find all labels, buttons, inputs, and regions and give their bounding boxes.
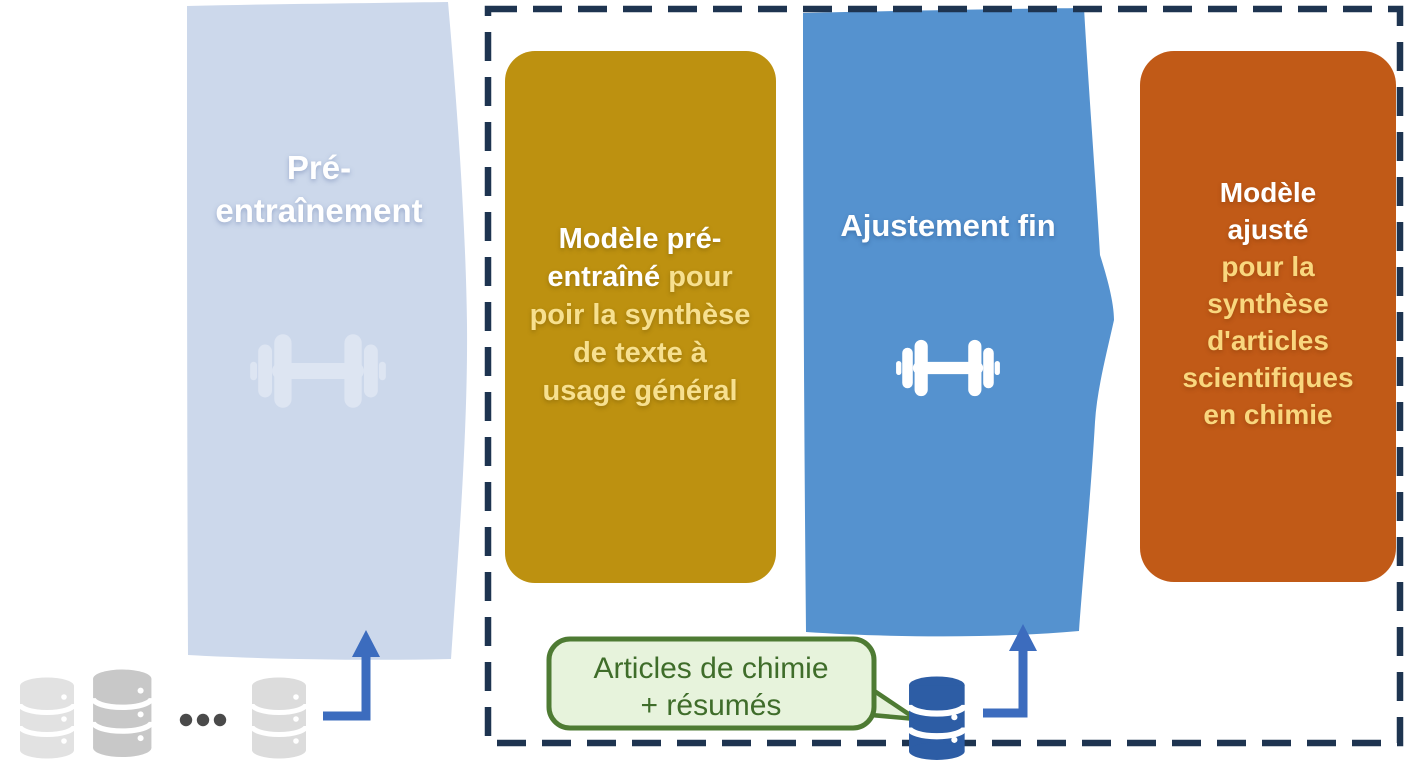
- pretraining-label: Pré- entraînement: [190, 146, 448, 232]
- pretraining-label-line1: Pré-: [286, 149, 352, 186]
- dumbbell-icon: [896, 339, 1000, 397]
- data-bubble-line2: + résumés: [640, 689, 782, 722]
- data-bubble-line1: Articles de chimie: [593, 652, 829, 685]
- pretrained-model-block: [505, 51, 776, 583]
- database-icon: [905, 676, 968, 760]
- database-icon: [17, 677, 77, 759]
- pretrained-model-label: Modèle pré- entraîné pour poir la synthè…: [506, 220, 774, 410]
- finetuned-model-block: [1140, 51, 1396, 582]
- pretraining-label-line2: entraînement: [215, 192, 423, 229]
- pretrained-model-line4: de texte à: [573, 337, 707, 369]
- finetuned-model-line3: pour la: [1221, 251, 1315, 282]
- pretrain-data-arrow: [323, 630, 380, 721]
- bubble-body: [546, 636, 877, 731]
- finetuned-model-line2: ajusté: [1227, 214, 1309, 245]
- pretrained-model-line5: usage général: [542, 375, 738, 407]
- data-bubble: [546, 636, 919, 731]
- finetuned-model-line1: Modèle: [1219, 177, 1317, 208]
- finetuned-model-line7: en chimie: [1203, 399, 1333, 430]
- finetuned-model-line6: scientifiques: [1182, 362, 1354, 393]
- finetuned-model-label: Modèle ajusté pour la synthèse d'article…: [1148, 174, 1388, 433]
- data-bubble-label: Articles de chimie + résumés: [549, 650, 873, 724]
- pretrained-model-line1: Modèle pré-: [558, 223, 722, 255]
- finetuned-model-line5: d'articles: [1207, 325, 1329, 356]
- database-icon: [249, 677, 309, 759]
- finetuning-label: Ajustement fin: [840, 208, 1056, 243]
- finetune-data-arrow: [983, 624, 1037, 718]
- ellipsis-dots: [179, 713, 227, 727]
- finetuned-model-line4: synthèse: [1207, 288, 1329, 319]
- pretrained-model-line3: poir la synthèse: [529, 299, 751, 331]
- database-icon: [90, 669, 155, 758]
- dumbbell-icon: [250, 334, 386, 408]
- pretraining-block: [187, 2, 468, 660]
- finetuning-block: [803, 8, 1114, 637]
- finetuning-boundary-dashed-box: [484, 5, 1404, 747]
- pretrained-model-line2: entraîné pour: [547, 261, 733, 293]
